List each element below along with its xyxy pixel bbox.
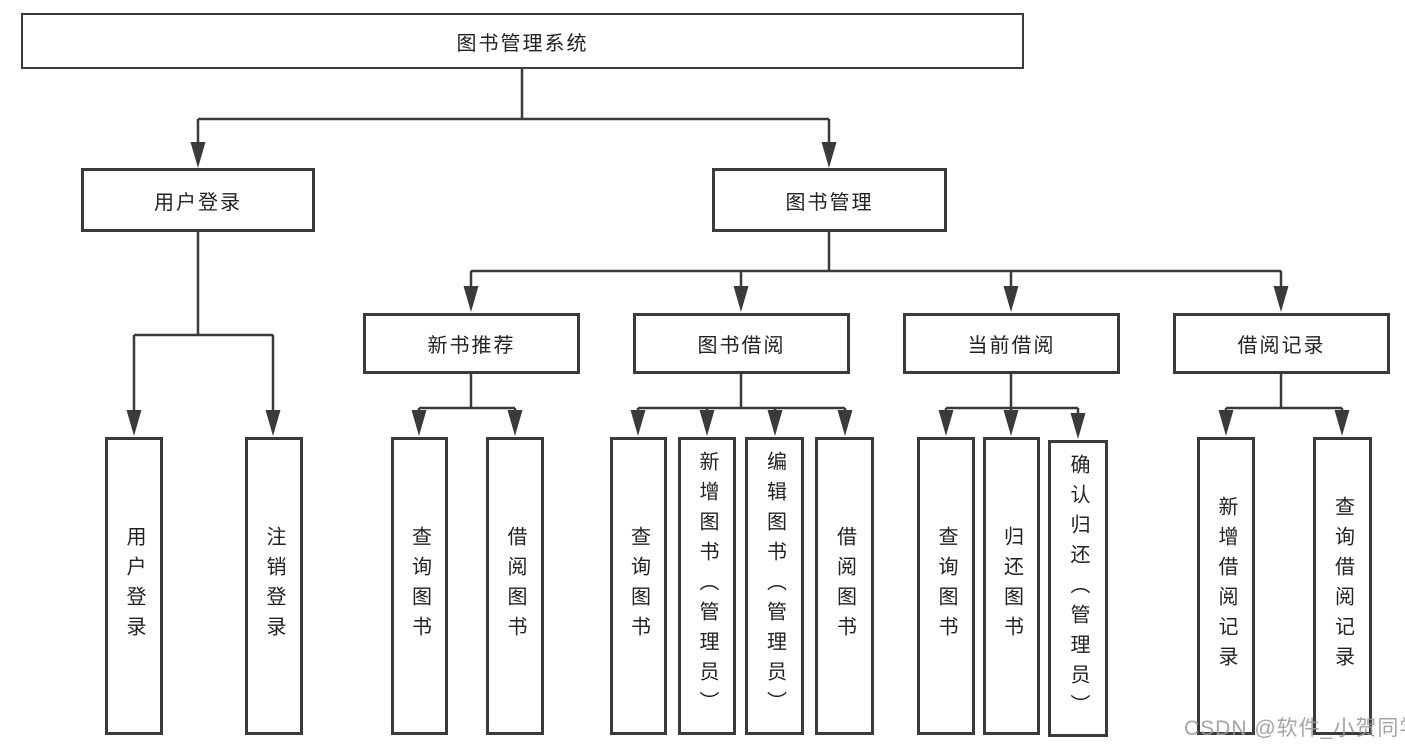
node-label: 注销登录 [263, 526, 285, 646]
node-label: 查询图书 [408, 526, 431, 646]
node-leaf-borrow-books: 借阅图书 [486, 437, 544, 735]
node-leaf-query-books: 查询图书 [610, 437, 667, 735]
node-label: 查询图书 [935, 526, 957, 646]
node-label: 用户登录 [154, 191, 242, 214]
node-leaf-user-login: 用户登录 [105, 437, 163, 735]
node-current-borrowing: 当前借阅 [903, 313, 1120, 374]
node-library-management-system: 图书管理系统 [21, 13, 1024, 69]
node-leaf-logout: 注销登录 [245, 437, 303, 735]
node-label: 确认归还（管理员） [1067, 453, 1089, 724]
node-borrow-records: 借阅记录 [1173, 313, 1390, 374]
node-label: 借阅图书 [504, 526, 526, 646]
node-leaf-edit-book-admin: 编辑图书（管理员） [745, 437, 804, 735]
node-label: 用户登录 [123, 526, 145, 646]
node-new-book-recommend: 新书推荐 [363, 313, 580, 374]
node-book-management: 图书管理 [712, 168, 947, 232]
node-leaf-query-books: 查询图书 [917, 437, 975, 735]
node-label: 当前借阅 [967, 335, 1056, 357]
node-label: 归还图书 [1000, 526, 1023, 646]
node-label: 编辑图书（管理员） [763, 451, 786, 721]
node-label: 借阅记录 [1237, 335, 1326, 357]
node-label: 图书借阅 [697, 335, 786, 357]
csdn-watermark: CSDN @软件_小贺同学 [1184, 717, 1405, 740]
node-label: 图书管理系统 [456, 32, 589, 55]
node-leaf-add-book-admin: 新增图书（管理员） [678, 437, 736, 735]
node-label: 新书推荐 [427, 335, 516, 357]
node-leaf-add-borrow-record: 新增借阅记录 [1197, 437, 1255, 735]
node-label: 查询图书 [627, 526, 650, 646]
node-book-borrowing: 图书借阅 [633, 313, 850, 374]
node-leaf-query-books: 查询图书 [391, 437, 448, 735]
node-leaf-return-books: 归还图书 [983, 437, 1040, 735]
node-user-login: 用户登录 [81, 168, 315, 232]
node-label: 图书管理 [785, 191, 874, 214]
node-label: 新增图书（管理员） [696, 451, 718, 721]
node-leaf-confirm-return-admin: 确认归还（管理员） [1048, 440, 1108, 737]
node-label: 新增借阅记录 [1215, 496, 1237, 676]
node-leaf-query-borrow-record: 查询借阅记录 [1313, 437, 1372, 735]
node-label: 借阅图书 [833, 526, 856, 646]
node-leaf-borrow-books: 借阅图书 [815, 437, 874, 735]
node-label: 查询借阅记录 [1331, 496, 1354, 676]
